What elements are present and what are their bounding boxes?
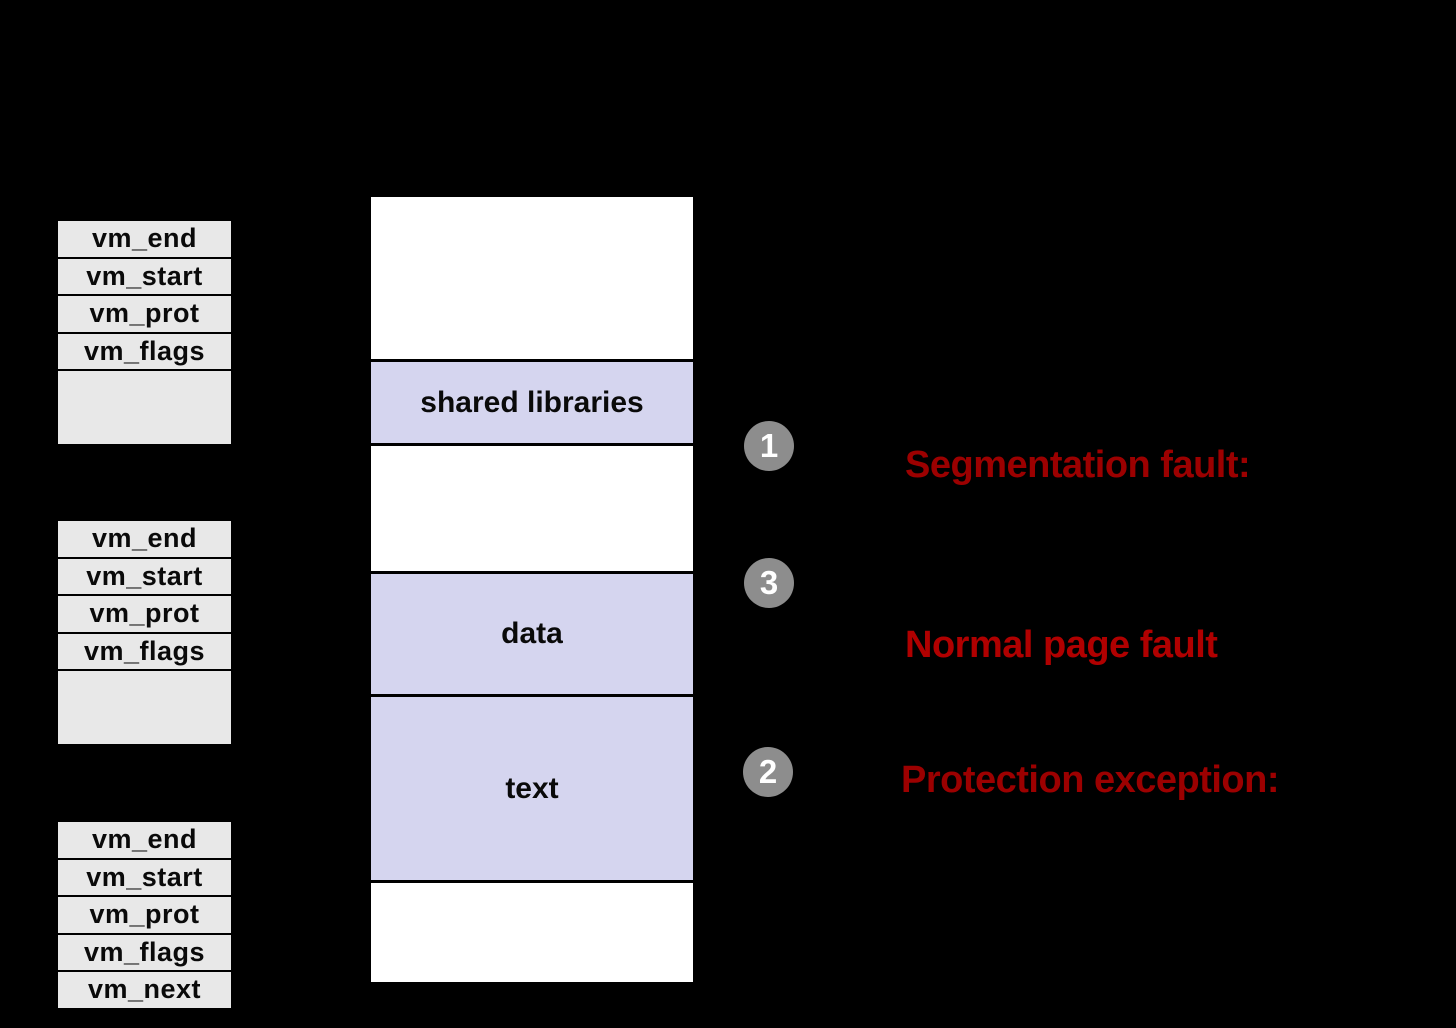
badge-number: 3 [759, 564, 779, 601]
vma-field-label: vm_next [87, 974, 202, 1005]
table-row: vm_start [58, 558, 231, 594]
segment-label: data [501, 617, 563, 650]
vma-field-label: vm_flags [83, 936, 206, 967]
vma-field-label: vm_prot [89, 899, 200, 930]
label-normal-page-fault: Normal page fault [905, 624, 1218, 666]
vma-empty-box [58, 671, 231, 744]
vma-field-label: vm_flags [83, 335, 206, 366]
table-row: vm_end [58, 221, 231, 257]
vma-field-label: vm_flags [83, 635, 206, 666]
vma-field-label: vm_prot [89, 298, 200, 329]
table-row: vm_flags [58, 934, 231, 970]
table-row: vm_next [58, 972, 231, 1008]
memory-segment-shared-libraries: shared libraries [371, 359, 693, 446]
table-row: vm_end [58, 822, 231, 858]
vma-field-label: vm_end [91, 223, 198, 254]
callout-badge-2: 2 [743, 747, 793, 797]
table-row: vm_prot [58, 296, 231, 332]
memory-unused-top [371, 197, 693, 359]
vma-field-label: vm_end [91, 824, 198, 855]
table-row: vm_start [58, 258, 231, 294]
memory-unused-middle [371, 446, 693, 571]
vma-struct-table-2: vm_end vm_start vm_prot vm_flags [58, 521, 231, 744]
callout-badge-1: 1 [744, 421, 794, 471]
table-row: vm_flags [58, 633, 231, 669]
badge-number: 2 [758, 753, 778, 790]
memory-segment-data: data [371, 571, 693, 697]
segment-label: shared libraries [420, 385, 644, 419]
vma-field-label: vm_start [86, 260, 203, 291]
vma-struct-table-1: vm_end vm_start vm_prot vm_flags [58, 221, 231, 444]
vma-field-label: vm_prot [89, 598, 200, 629]
label-protection-exception: Protection exception: [901, 759, 1280, 801]
vma-field-label: vm_start [86, 861, 203, 892]
vma-empty-box [58, 371, 231, 444]
table-row: vm_prot [58, 897, 231, 933]
callout-badge-3: 3 [744, 558, 794, 608]
table-row: vm_start [58, 859, 231, 895]
memory-unused-bottom [371, 883, 693, 982]
segment-label: text [505, 771, 559, 805]
vma-struct-table-3: vm_end vm_start vm_prot vm_flags vm_next [58, 822, 231, 1010]
table-row: vm_flags [58, 333, 231, 369]
process-memory-column: shared libraries data text [371, 197, 693, 982]
label-segmentation-fault: Segmentation fault: [905, 444, 1251, 486]
table-row: vm_end [58, 521, 231, 557]
vma-field-label: vm_end [91, 523, 198, 554]
table-row: vm_prot [58, 596, 231, 632]
badge-number: 1 [759, 427, 779, 464]
memory-segment-text: text [371, 697, 693, 883]
vma-field-label: vm_start [86, 560, 203, 591]
